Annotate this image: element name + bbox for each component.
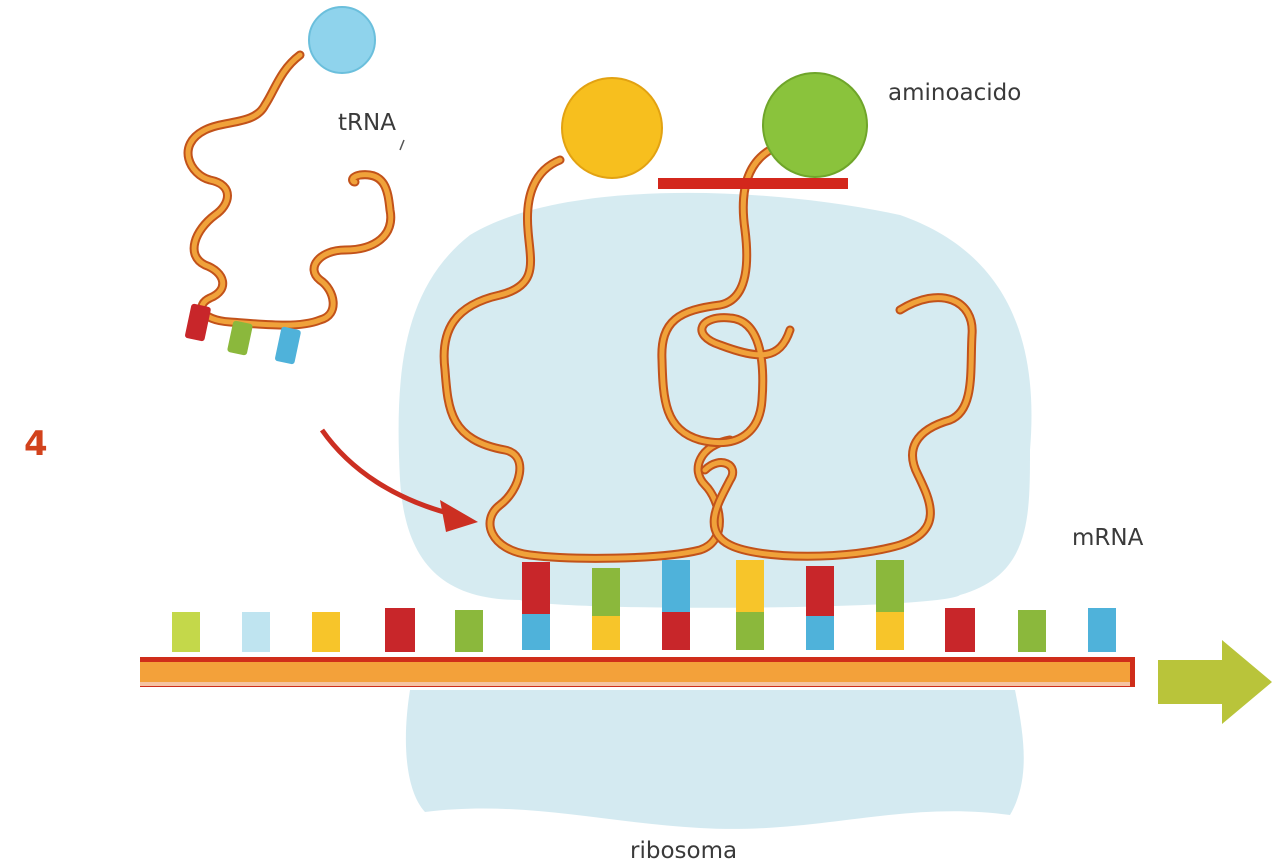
direction-arrow	[1158, 640, 1272, 724]
mrna-strand	[140, 672, 1135, 684]
aminoacid-label: aminoacido	[888, 80, 1021, 106]
ribosome-small-subunit	[406, 690, 1024, 829]
trna-label-tick	[400, 140, 404, 150]
anticodon-base-blue	[274, 326, 301, 364]
mrna-label: mRNA	[1072, 525, 1144, 551]
amino-acid-yellow	[562, 78, 662, 178]
anticodon-base-red	[184, 303, 211, 341]
incoming-trna	[184, 7, 390, 365]
peptide-bond	[658, 178, 848, 189]
mrna-bases	[172, 608, 1116, 652]
amino-acid-blue	[309, 7, 375, 73]
amino-acid-green	[763, 73, 867, 177]
trna-label: tRNA	[338, 110, 396, 136]
ribosome-label: ribosoma	[630, 838, 737, 864]
step-number: 4	[24, 424, 48, 464]
